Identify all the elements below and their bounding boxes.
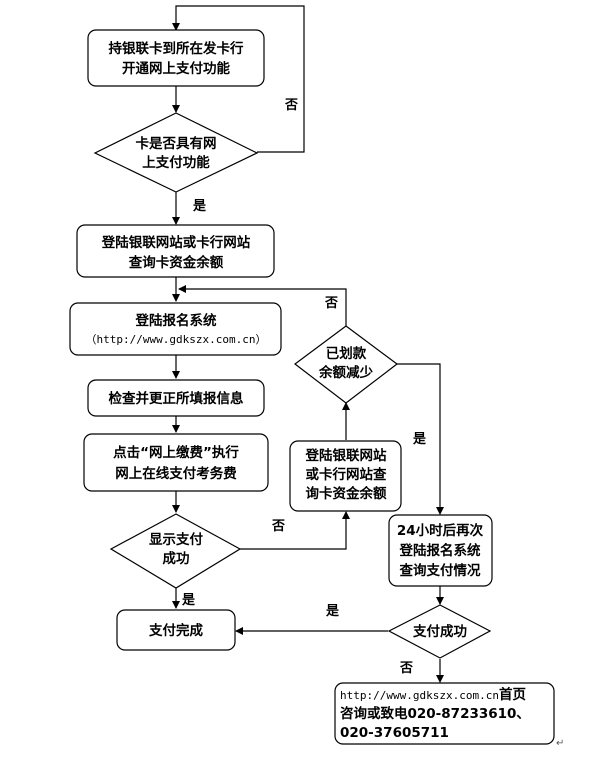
label-no-balance: 否 [324,296,338,311]
edge-display-no [240,511,350,550]
node-contact-line1: http://www.gdkszx.com.cn首页 [340,686,526,703]
node-recheck-24h-line2: 登陆报名系统 [399,542,481,559]
node-check-balance-2-line1: 登陆银联网站 [305,447,387,464]
decision-display-success: 显示支付 成功 [109,513,242,589]
node-check-balance-2: 登陆银联网站 或卡行网站查 询卡资金余额 [289,440,402,512]
label-yes-after-check: 是 [192,199,207,214]
label-no-display: 否 [271,519,285,534]
node-login-system: 登陆报名系统 （http://www.gdkszx.com.cn） [69,302,282,356]
decision-payment-success-text: 支付成功 [412,623,467,640]
decision-balance-reduced-line1: 已划款 [326,345,367,362]
decision-display-success-line1: 显示支付 [149,531,203,548]
label-yes-success: 是 [325,604,340,619]
node-click-pay: 点击“网上缴费”执行 网上在线支付考务费 [83,433,269,492]
decision-has-online-payment: 卡是否具有网 上支付功能 [93,112,259,193]
decision-display-success-line2: 成功 [163,550,190,567]
node-open-online-payment-line2: 开通网上支付功能 [122,60,230,77]
node-payment-complete: 支付完成 [116,609,236,651]
node-click-pay-line1: 点击“网上缴费”执行 [113,444,239,461]
node-login-system-title: 登陆报名系统 [135,312,217,329]
node-contact-line3: 020-37605711 [340,725,449,741]
node-contact: http://www.gdkszx.com.cn首页 咨询或致电020-8723… [334,682,555,745]
decision-payment-success: 支付成功 [387,604,492,659]
node-open-online-payment: 持银联卡到所在发卡行 开通网上支付功能 [87,29,265,87]
node-click-pay-line2: 网上在线支付考务费 [115,465,237,482]
decision-balance-reduced: 已划款 余额减少 [294,325,398,404]
decision-has-online-payment-line2: 上支付功能 [142,154,210,171]
node-recheck-24h-line3: 查询支付情况 [400,562,481,579]
node-check-info: 检查并更正所填报信息 [87,379,265,417]
contact-url: http://www.gdkszx.com.cn [340,689,499,702]
node-check-balance-1-line1: 登陆银联网站或卡行网站 [101,234,251,251]
label-yes-display: 是 [181,593,196,608]
node-open-online-payment-line1: 持银联卡到所在发卡行 [109,40,244,57]
contact-home-suffix: 首页 [499,686,526,703]
node-check-balance-2-line2: 或卡行网站查 [306,466,387,483]
node-payment-complete-text: 支付完成 [148,622,203,639]
edges [172,5,444,683]
edge-reduced-yes [396,363,444,515]
node-contact-line2: 咨询或致电020-87233610、 [340,705,530,722]
node-check-balance-2-line3: 询卡资金余额 [306,485,387,502]
edge-no-loop-top [172,5,305,153]
node-check-balance-1: 登陆银联网站或卡行网站 查询卡资金余额 [76,224,275,278]
node-check-info-text: 检查并更正所填报信息 [109,390,244,407]
label-no-top: 否 [284,98,298,113]
node-check-balance-1-line2: 查询卡资金余额 [129,254,224,271]
decision-balance-reduced-line2: 余额减少 [318,364,373,381]
node-recheck-24h-line1: 24小时后再次 [397,522,484,539]
label-no-success: 否 [399,661,413,676]
label-yes-balance: 是 [412,432,427,447]
paragraph-mark: ↵ [556,738,564,749]
node-login-system-url: （http://www.gdkszx.com.cn） [86,333,267,346]
edge-reduced-no [178,285,347,326]
decision-has-online-payment-line1: 卡是否具有网 [136,135,217,152]
node-recheck-24h: 24小时后再次 登陆报名系统 查询支付情况 [388,514,493,587]
